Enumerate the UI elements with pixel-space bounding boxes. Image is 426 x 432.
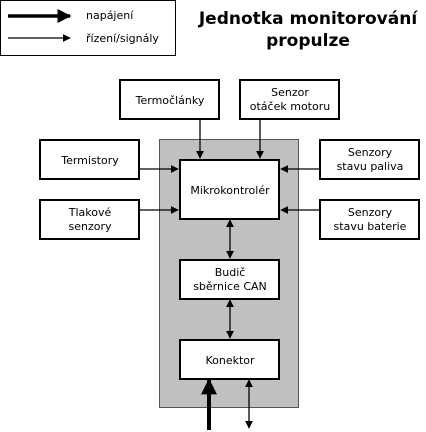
box-can-driver [179, 259, 280, 300]
mcu-label: Mikrokontrolér [190, 184, 270, 197]
box-thermocouples [119, 79, 220, 120]
title-line-1: Jednotka monitorování [198, 9, 418, 29]
title-line-2: propulze [266, 31, 350, 51]
can-driver-label-2: sběrnice CAN [193, 280, 267, 293]
box-fuel-sensors [319, 139, 420, 180]
box-thermistors [39, 139, 140, 180]
thermocouples-label: Termočlánky [135, 94, 205, 107]
box-pressure-sensors [39, 199, 140, 240]
battery-sensors-label-2: stavu baterie [334, 220, 407, 233]
rpm-sensor-label-1: Senzor [271, 86, 309, 99]
rpm-sensor-label-2: otáček motoru [250, 100, 330, 113]
fuel-sensors-label-2: stavu paliva [337, 160, 404, 173]
legend-frame [0, 0, 176, 56]
legend: napájení řízení/signály [0, 0, 176, 56]
thermistors-label: Termistory [60, 154, 119, 167]
fuel-sensors-label-1: Senzory [348, 146, 393, 159]
pressure-sensors-label-1: Tlakové [68, 206, 112, 219]
box-mcu [179, 159, 280, 220]
box-connector [179, 339, 280, 380]
pressure-sensors-label-2: senzory [68, 220, 111, 233]
can-driver-label-1: Budič [215, 266, 246, 279]
legend-signal-label: řízení/signály [86, 32, 159, 45]
box-rpm-sensor [239, 79, 340, 120]
legend-power-label: napájení [86, 9, 134, 22]
box-battery-sensors [319, 199, 420, 240]
battery-sensors-label-1: Senzory [348, 206, 393, 219]
connector-label: Konektor [205, 354, 255, 367]
